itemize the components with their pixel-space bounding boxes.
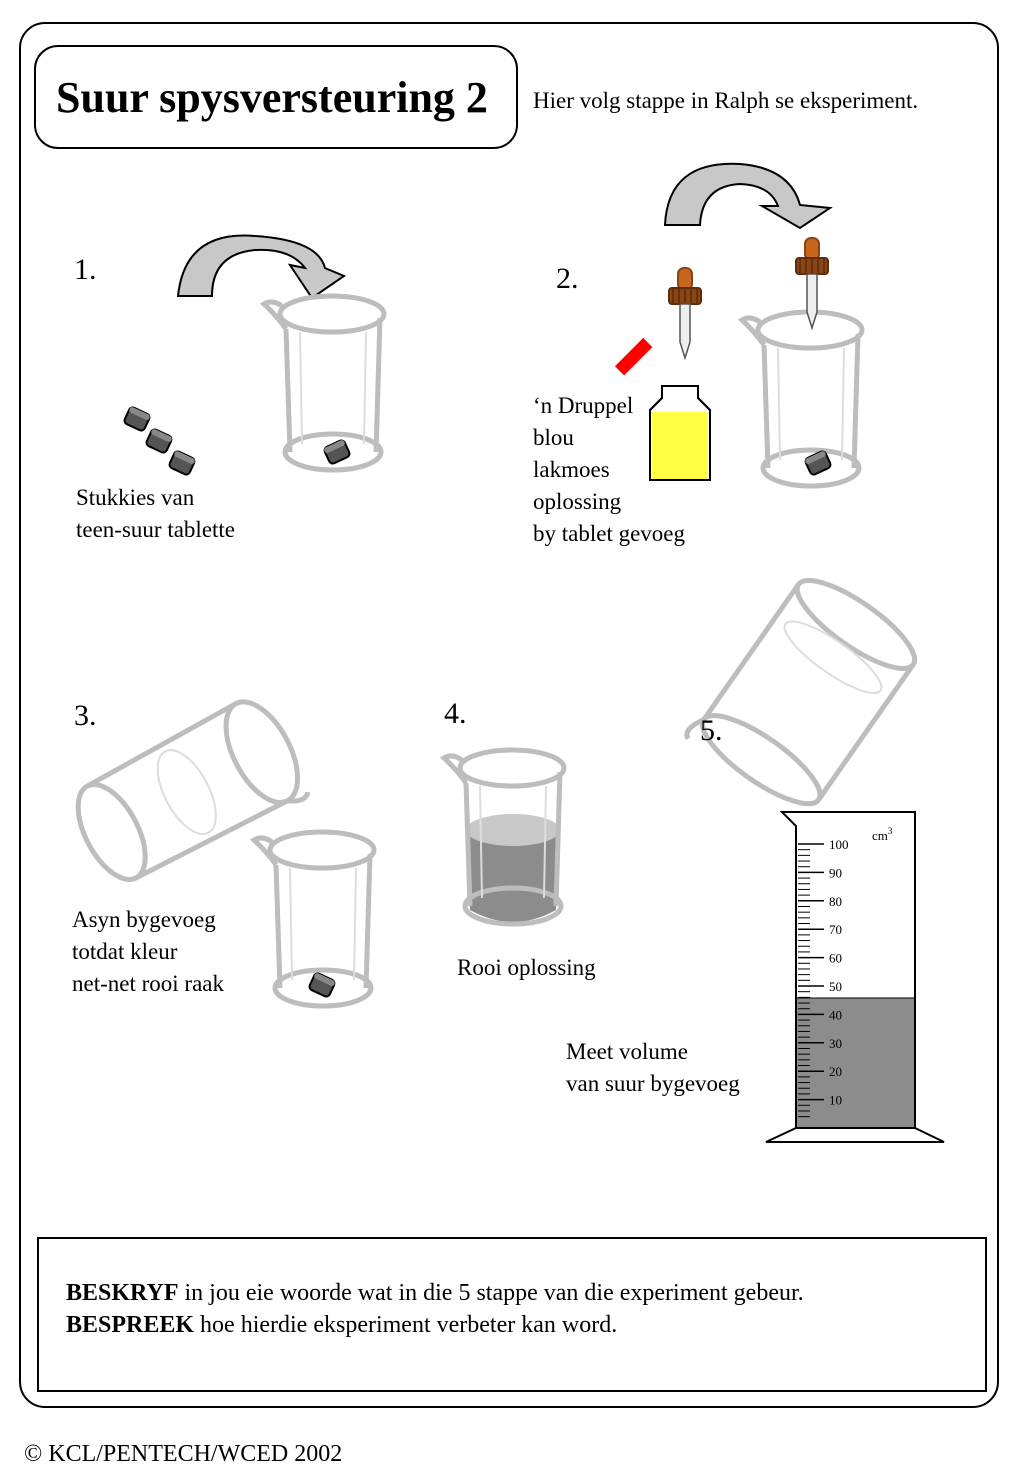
cylinder-scale-label: 90 [829, 865, 842, 880]
step1-tablet-in-beaker [322, 438, 352, 466]
cylinder-scale-label: 60 [829, 951, 842, 966]
task-describe-text: in jou eie woorde wat in die 5 stappe va… [178, 1280, 804, 1306]
page-frame [19, 22, 999, 1408]
step-5-number: 5. [700, 714, 723, 747]
step-3-number: 3. [74, 699, 97, 732]
cylinder-scale-label: 10 [829, 1093, 842, 1108]
page-title: Suur spysversteuring 2 [56, 73, 488, 122]
intro-text: Hier volg stappe in Ralph se eksperiment… [533, 88, 919, 113]
step1-beaker [264, 296, 384, 470]
litmus-bottle [649, 385, 711, 481]
step3-tablet [307, 971, 337, 999]
step1-tablet-c [167, 449, 197, 477]
task-discuss-keyword: BESPREEK [66, 1312, 195, 1338]
litmus-paper [614, 337, 653, 376]
task-describe-keyword: BESKRYF [66, 1280, 179, 1306]
step-4-caption: Rooi oplossing [457, 955, 596, 980]
step5-tilted-beaker [684, 577, 918, 807]
task-box [37, 1237, 987, 1392]
cylinder-unit: cm3 [872, 826, 893, 843]
step2-arrow [663, 162, 833, 230]
title-box [34, 45, 518, 149]
task-text: BESKRYF in jou eie woorde wat in die 5 s… [66, 1277, 804, 1341]
step1-tablet-b [144, 427, 174, 455]
step-1-number: 1. [74, 253, 97, 286]
step-2-number: 2. [556, 262, 579, 295]
cylinder-scale-label: 100 [829, 837, 849, 852]
copyright: © KCL/PENTECH/WCED 2002 [24, 1441, 343, 1467]
step4-beaker [444, 750, 564, 924]
cylinder-scale-label: 20 [829, 1064, 842, 1079]
step3-tilted-beaker [75, 699, 311, 882]
dropper-left [668, 267, 702, 359]
step2-beaker [742, 312, 862, 486]
cylinder-scale-label: 30 [829, 1036, 842, 1051]
task-discuss-text: hoe hierdie eksperiment verbeter kan wor… [194, 1312, 618, 1338]
cylinder-scale-label: 70 [829, 922, 842, 937]
step2-tablet [803, 449, 833, 477]
measuring-cylinder: 100 90 80 70 60 50 40 30 20 10 cm3 [765, 811, 945, 1143]
step1-tablet-a [122, 405, 152, 433]
cylinder-scale-label: 40 [829, 1007, 842, 1022]
step1-arrow [176, 234, 347, 300]
cylinder-scale-label: 80 [829, 894, 842, 909]
cylinder-scale-label: 50 [829, 979, 842, 994]
step-4-number: 4. [444, 697, 467, 730]
